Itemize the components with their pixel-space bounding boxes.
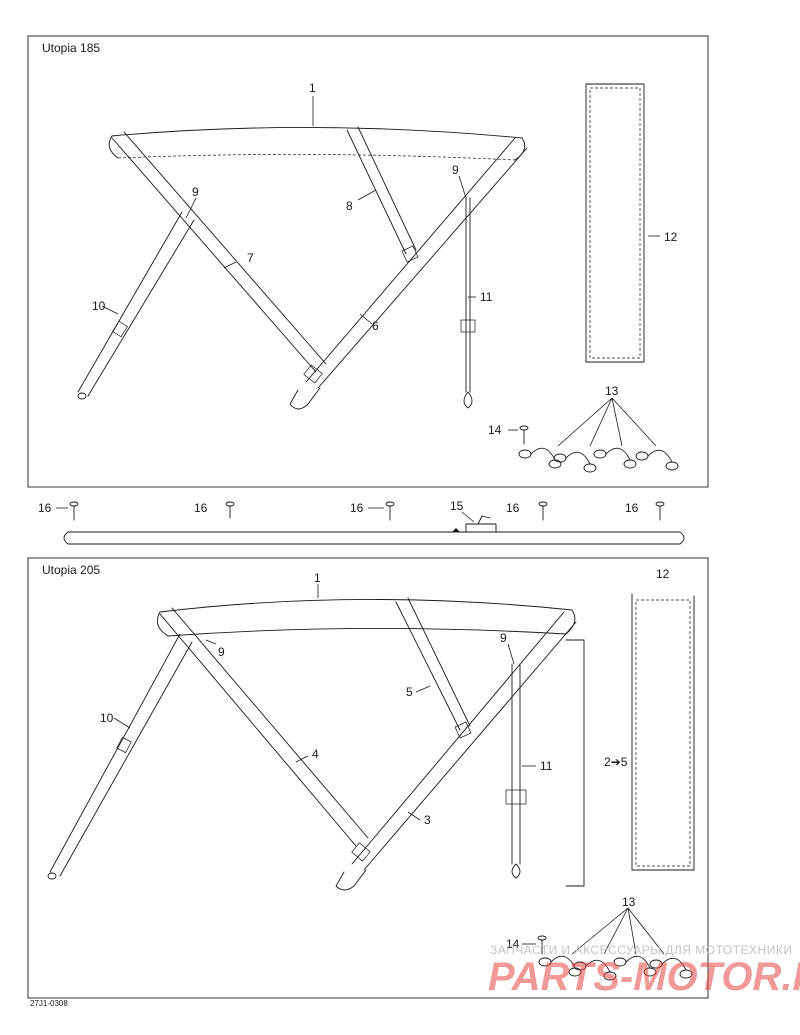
callout-1-185: 1: [309, 81, 316, 95]
bow-10: [77, 211, 195, 400]
callout-1-205: 1: [314, 571, 321, 585]
callout-3-205: 3: [424, 813, 431, 827]
callout-16a: 16: [38, 501, 52, 515]
callout-11-205: 11: [540, 759, 553, 773]
callout-16c: 16: [350, 501, 364, 515]
watermark-logo: PARTS-MOTOR.RU: [488, 955, 800, 999]
track-stop-15: [452, 515, 497, 533]
leaders-185: [101, 96, 660, 447]
callout-5-205: 5: [406, 685, 413, 699]
track-screws: [69, 501, 665, 521]
side-curtain-12-185: [585, 83, 645, 363]
screw-14-185: [519, 425, 529, 445]
callout-10-205: 10: [100, 711, 114, 725]
panel-frame-185: [27, 35, 709, 488]
bow-10-205: [47, 633, 193, 880]
panel-frame-205: [27, 557, 709, 999]
strut-5: [395, 597, 472, 739]
track-rail: [63, 531, 685, 545]
clamps-13-185: [518, 447, 679, 473]
clamps-13-205: [538, 955, 693, 981]
side-curtain-12-205: [631, 593, 695, 871]
top-canvas-205: [156, 599, 576, 637]
drawing-code: 27J1-0308: [30, 999, 68, 1008]
strap-11: [460, 197, 476, 409]
callout-7-185: 7: [247, 251, 254, 265]
callout-15: 15: [450, 499, 464, 513]
model-title-185: Utopia 185: [42, 41, 100, 55]
top-canvas-185: [108, 127, 526, 161]
callout-14-185: 14: [488, 423, 502, 437]
callout-13-185: 13: [605, 384, 619, 398]
callout-2to5-205: 2➔5: [604, 755, 628, 769]
bracket-2-5: [565, 639, 585, 887]
callout-14-205: 14: [506, 937, 520, 951]
callout-8-185: 8: [346, 199, 353, 213]
callout-11-185: 11: [480, 290, 493, 304]
bow-3: [335, 611, 577, 891]
callout-9b-205: 9: [500, 631, 507, 645]
callout-13-205: 13: [622, 895, 636, 909]
callout-16e: 16: [625, 501, 639, 515]
callout-9b-185: 9: [452, 163, 459, 177]
leaders-205: [113, 584, 665, 955]
callout-16b: 16: [194, 501, 208, 515]
callout-10-185: 10: [92, 299, 106, 313]
bow-6: [289, 137, 528, 410]
callout-6-185: 6: [372, 319, 379, 333]
callout-12-185: 12: [664, 230, 678, 244]
utopia-205-panel: Utopia 205: [27, 557, 709, 999]
screw-14-205: [537, 935, 547, 955]
callout-4-205: 4: [312, 747, 319, 761]
utopia-185-panel: Utopia 185: [27, 35, 709, 488]
model-title-205: Utopia 205: [42, 563, 100, 577]
callout-16d: 16: [506, 501, 520, 515]
callout-9a-205: 9: [218, 645, 225, 659]
callout-12-205: 12: [656, 567, 670, 581]
bow-4: [159, 607, 369, 847]
strut-8: [346, 126, 419, 263]
watermark-tagline: ЗАПЧАСТИ И АКСЕССУАРЫ ДЛЯ МОТОТЕХНИКИ: [490, 943, 792, 957]
track-rail-strip: 16 16 16 15 16 16: [38, 499, 685, 545]
strap-11-205: [505, 663, 527, 879]
callout-9a-185: 9: [192, 185, 199, 199]
bow-7: [111, 131, 327, 373]
